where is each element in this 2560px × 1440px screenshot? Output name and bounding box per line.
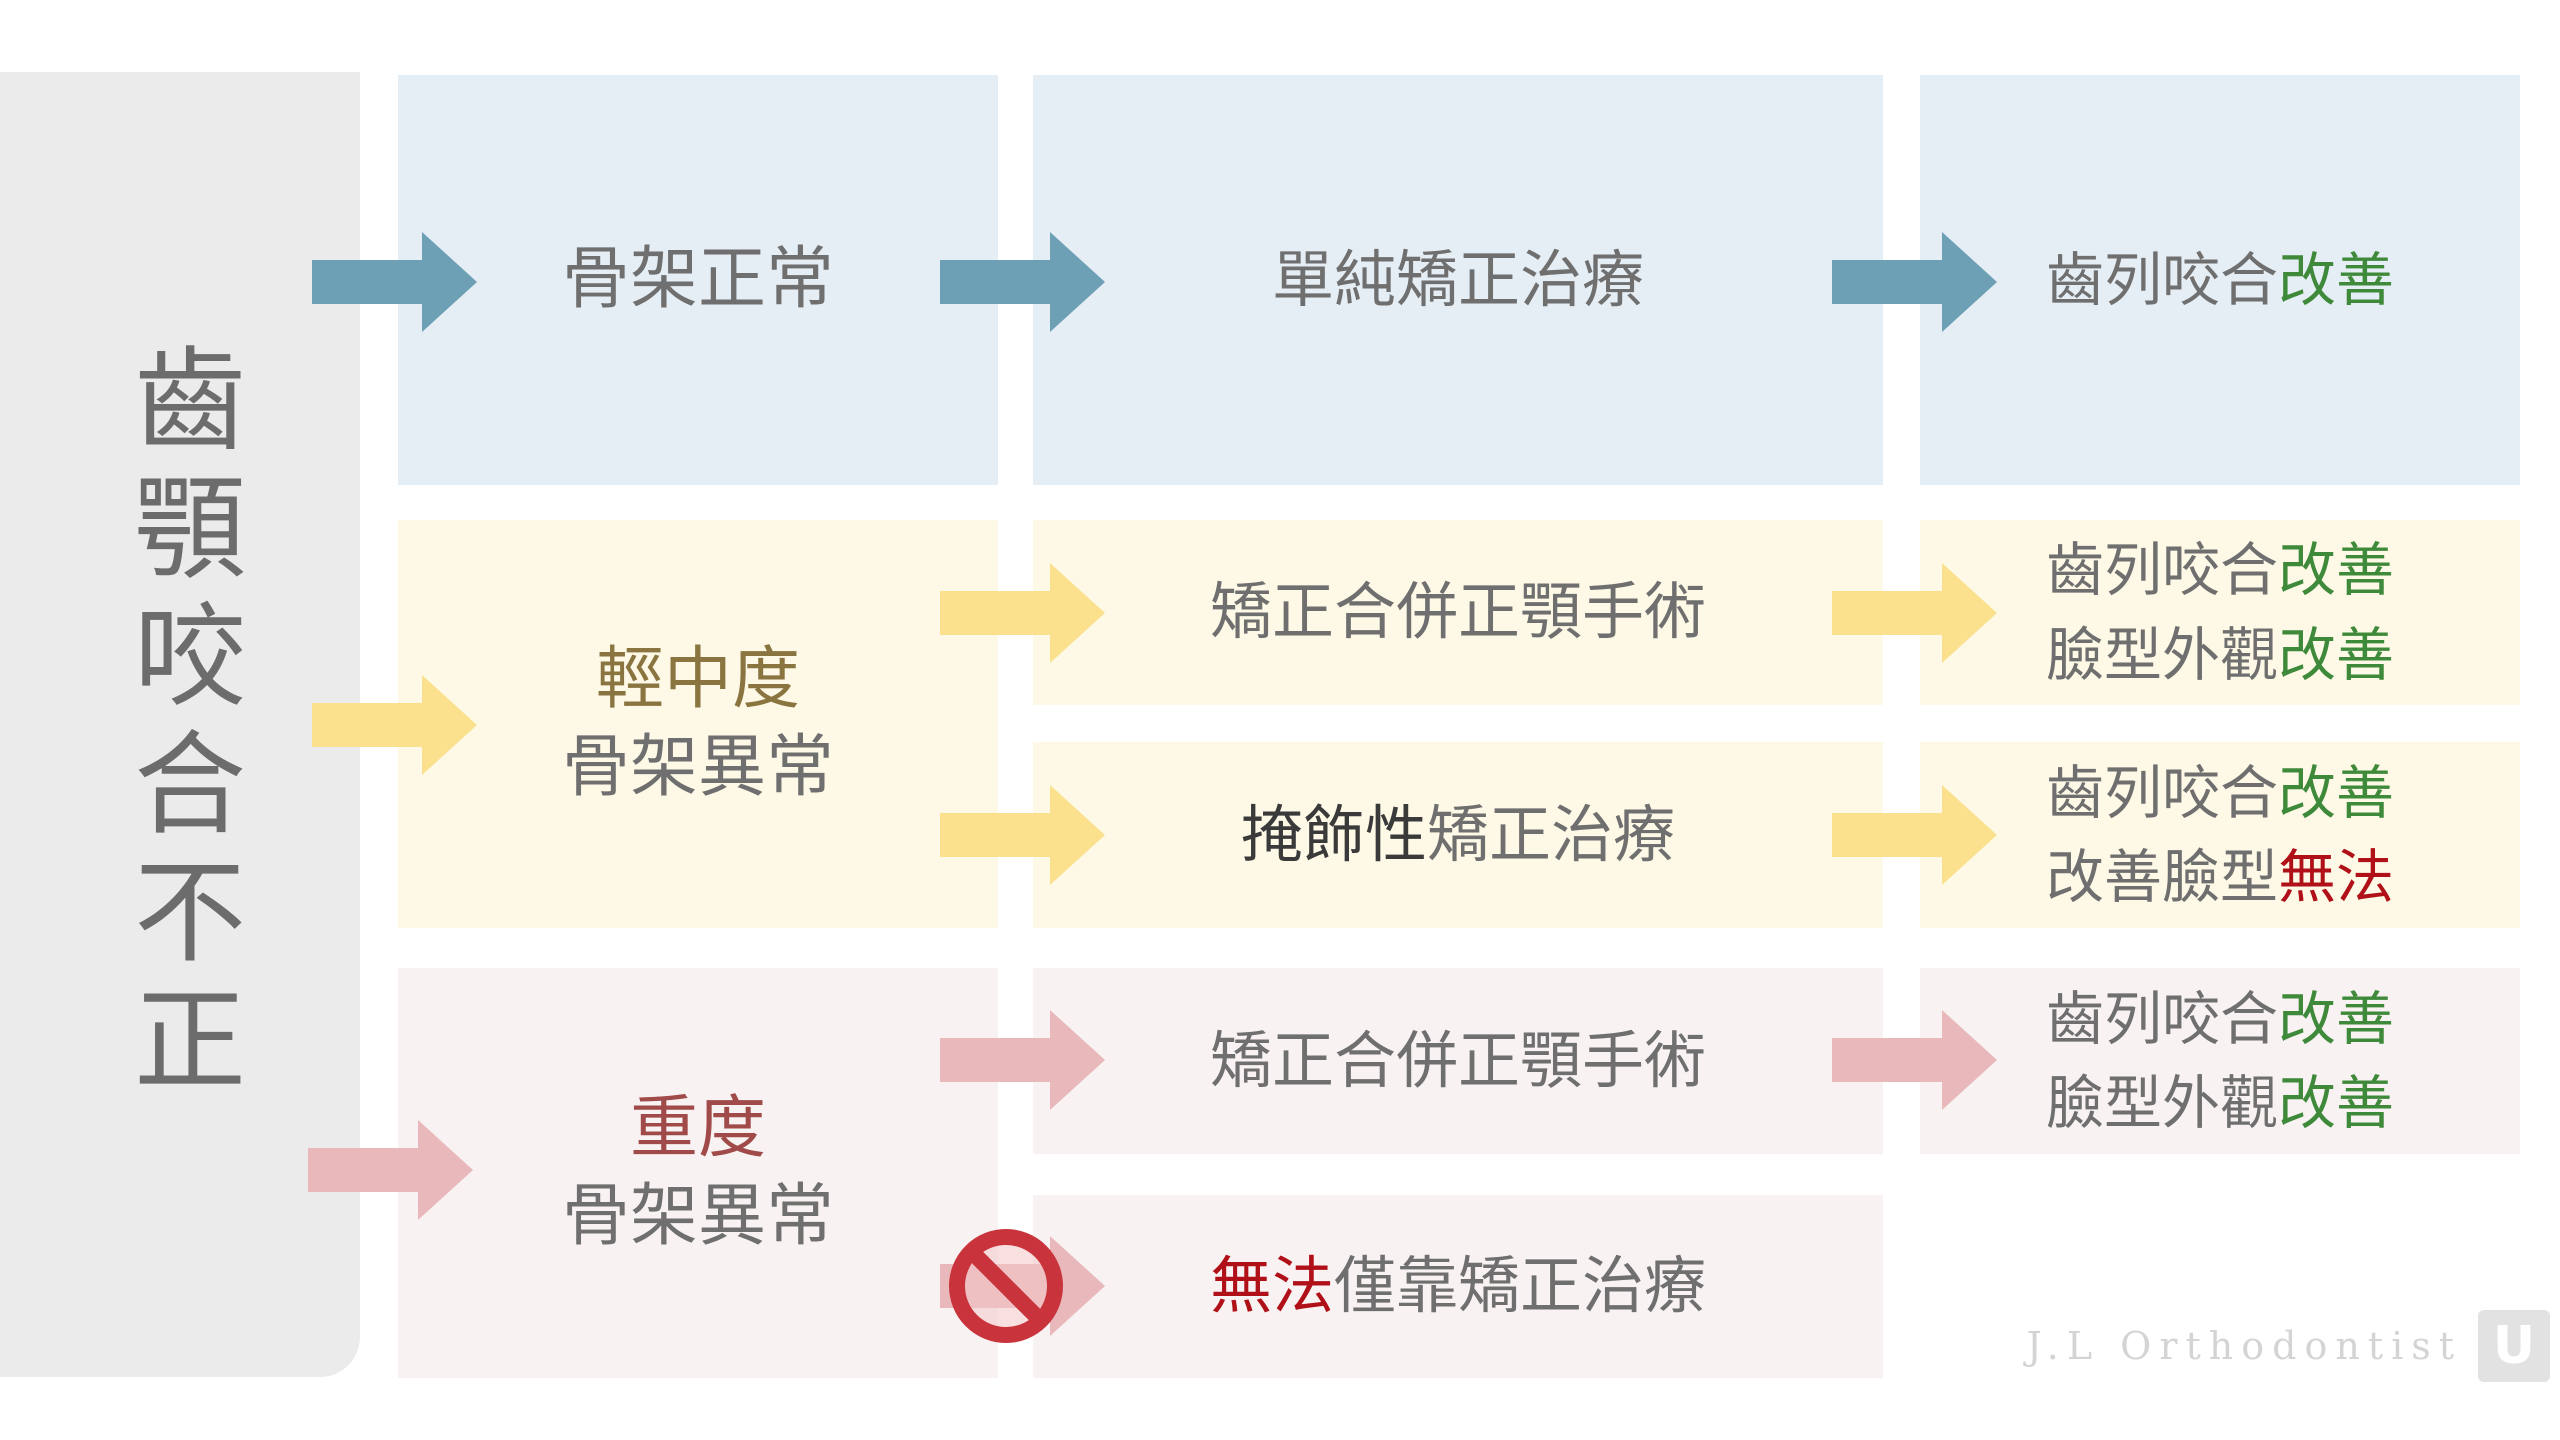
result-line: 齒列咬合改善	[2045, 536, 2395, 605]
category-normal: 骨架正常	[561, 239, 834, 319]
category-severe-label: 骨架異常	[561, 1177, 834, 1256]
result-line: 齒列咬合改善	[2045, 245, 2395, 314]
watermark-text: J.L Orthodontist	[2026, 1324, 2462, 1368]
result-moderate-surgery: 齒列咬合改善 臉型外觀改善	[2046, 528, 2394, 696]
arrow-right-icon	[1832, 1010, 1997, 1110]
left-title: 齒顎咬合不正	[115, 340, 245, 1109]
result-normal: 齒列咬合改善	[2046, 238, 2394, 322]
category-moderate-label: 骨架異常	[561, 728, 834, 807]
category-moderate-severity: 輕中度	[595, 639, 800, 719]
treatment-box-severe-orthodontic-only: 無法僅靠矯正治療	[1033, 1195, 1883, 1378]
arrow-right-icon	[1832, 785, 1997, 885]
treatment-box-severe-surgery: 矯正合併正顎手術	[1033, 968, 1883, 1154]
logo-icon: U	[2478, 1310, 2550, 1382]
watermark: J.L Orthodontist U	[1970, 1310, 2550, 1382]
result-box-severe-surgery: 齒列咬合改善 臉型外觀改善	[1920, 968, 2520, 1154]
result-line: 臉型外觀改善	[2045, 620, 2395, 689]
arrow-right-icon	[940, 1010, 1105, 1110]
prohibited-icon	[948, 1228, 1064, 1344]
treatment-moderate-camouflage: 掩飾性矯正治療	[1240, 797, 1676, 871]
arrow-right-icon	[312, 675, 477, 775]
result-line: 齒列咬合改善	[2045, 984, 2395, 1053]
left-panel: 齒顎咬合不正	[0, 72, 360, 1377]
category-severe-severity: 重度	[629, 1088, 766, 1168]
treatment-box-moderate-camouflage: 掩飾性矯正治療	[1033, 742, 1883, 928]
result-line: 臉型外觀改善	[2045, 1069, 2395, 1137]
treatment-severe-orthodontic-only: 無法僅靠矯正治療	[1209, 1249, 1707, 1323]
category-box-severe: 重度 骨架異常	[398, 968, 998, 1378]
treatment-normal: 單純矯正治療	[1271, 242, 1644, 316]
treatment-severe-surgery: 矯正合併正顎手術	[1209, 1023, 1706, 1097]
category-box-moderate: 輕中度 骨架異常	[398, 520, 998, 928]
treatment-box-normal: 單純矯正治療	[1033, 75, 1883, 485]
result-line: 齒列咬合改善	[2045, 758, 2395, 827]
arrow-right-icon	[1832, 232, 1997, 332]
arrow-right-icon	[940, 785, 1105, 885]
result-box-normal: 齒列咬合改善	[1920, 75, 2520, 485]
result-severe-surgery: 齒列咬合改善 臉型外觀改善	[2046, 977, 2394, 1145]
arrow-right-icon	[1832, 563, 1997, 663]
arrow-right-icon	[308, 1120, 473, 1220]
result-box-moderate-surgery: 齒列咬合改善 臉型外觀改善	[1920, 520, 2520, 705]
arrow-right-icon	[940, 563, 1105, 663]
arrow-right-icon	[940, 232, 1105, 332]
result-box-moderate-camouflage: 齒列咬合改善 改善臉型無法	[1920, 742, 2520, 928]
result-moderate-camouflage: 齒列咬合改善 改善臉型無法	[2046, 751, 2394, 919]
arrow-right-icon	[312, 232, 477, 332]
treatment-box-moderate-surgery: 矯正合併正顎手術	[1033, 520, 1883, 705]
result-line: 改善臉型無法	[2045, 843, 2395, 911]
treatment-moderate-surgery: 矯正合併正顎手術	[1209, 575, 1706, 649]
category-box-normal: 骨架正常	[398, 75, 998, 485]
